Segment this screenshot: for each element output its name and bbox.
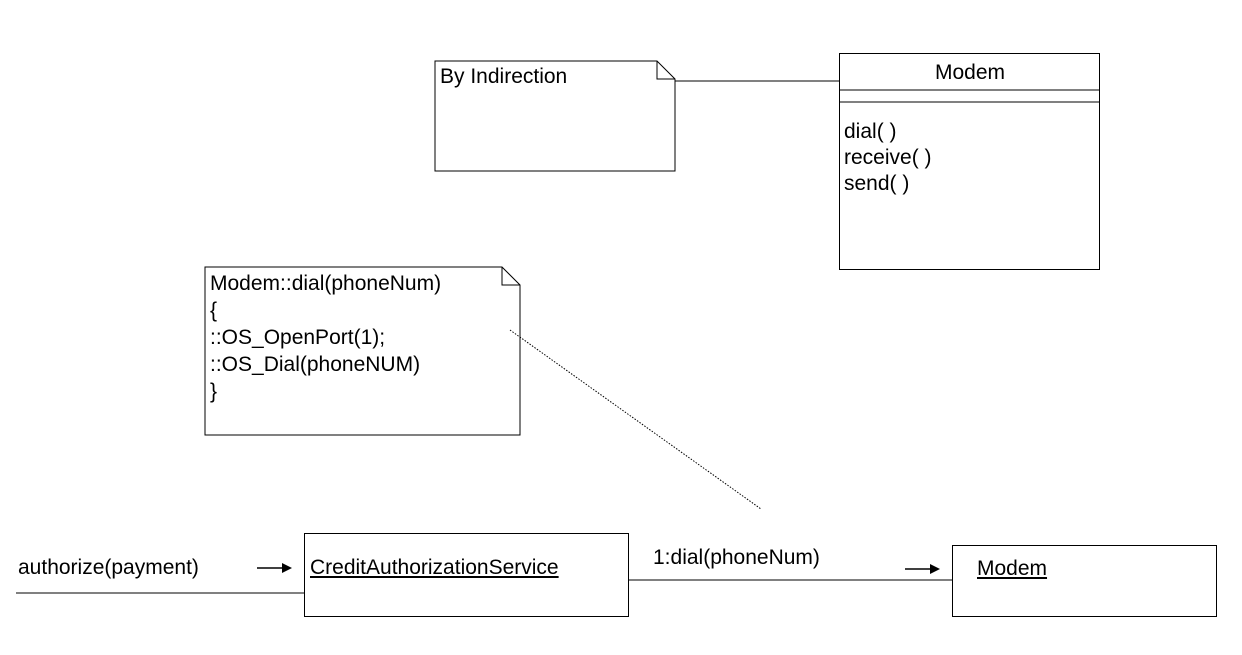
modem-class-name: Modem [934,61,1006,84]
note-code-shape [204,266,521,436]
code-line: ::OS_OpenPort(1); [210,326,386,349]
modem-class-operations: dial( ) receive( ) send( ) [844,119,932,197]
modem-object-box [952,545,1217,617]
code-line: { [210,299,218,322]
code-line: } [210,380,218,403]
service-object-box [304,533,629,617]
modem-object-name: Modem [977,557,1048,580]
service-object-name: CreditAuthorizationService [310,556,559,579]
code-line: Modem::dial(phoneNum) [210,272,442,295]
note-code-text: Modem::dial(phoneNum) { ::OS_OpenPort(1)… [210,270,441,405]
note-code-dotted-link [509,329,762,510]
incoming-arrow [257,563,292,573]
operation-receive: receive( ) [844,146,932,169]
note-indirection-shape [434,60,676,172]
note-code-fold [501,267,520,286]
dial-message-arrow [905,564,940,574]
operation-send: send( ) [844,172,910,195]
code-line: ::OS_Dial(phoneNUM) [210,353,421,376]
note-indirection-fold [656,61,675,80]
link-message-label: 1:dial(phoneNum) [653,546,820,569]
operation-dial: dial( ) [844,120,897,143]
note-indirection-text: By Indirection [440,65,568,88]
incoming-message-label: authorize(payment) [18,556,199,579]
